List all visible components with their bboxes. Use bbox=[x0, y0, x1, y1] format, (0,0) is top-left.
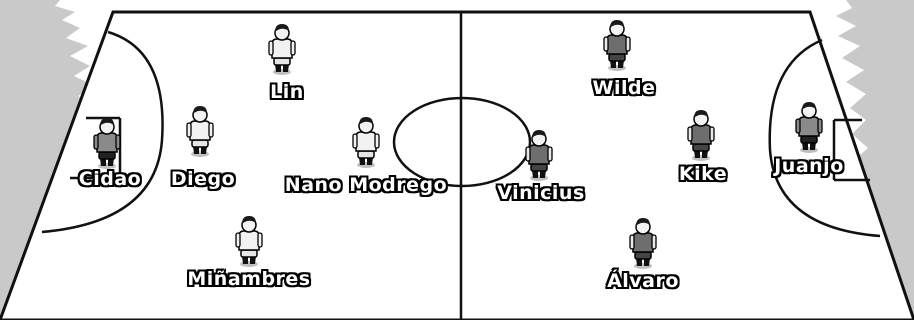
player-label-nano-modrego: Nano Modrego bbox=[285, 174, 447, 196]
player-label-juanjo: Juanjo bbox=[774, 155, 844, 177]
player-label-alvaro: Álvaro bbox=[607, 270, 679, 292]
player-label-kike: Kike bbox=[679, 163, 727, 185]
player-label-diego: Diego bbox=[171, 168, 235, 190]
player-label-cidao: Cidao bbox=[79, 168, 141, 190]
player-label-vinicius: Vinicius bbox=[497, 182, 585, 204]
player-label-wilde: Wilde bbox=[593, 77, 656, 99]
player-label-lin: Lin bbox=[270, 81, 304, 103]
player-label-minambres: Miñambres bbox=[187, 268, 310, 290]
